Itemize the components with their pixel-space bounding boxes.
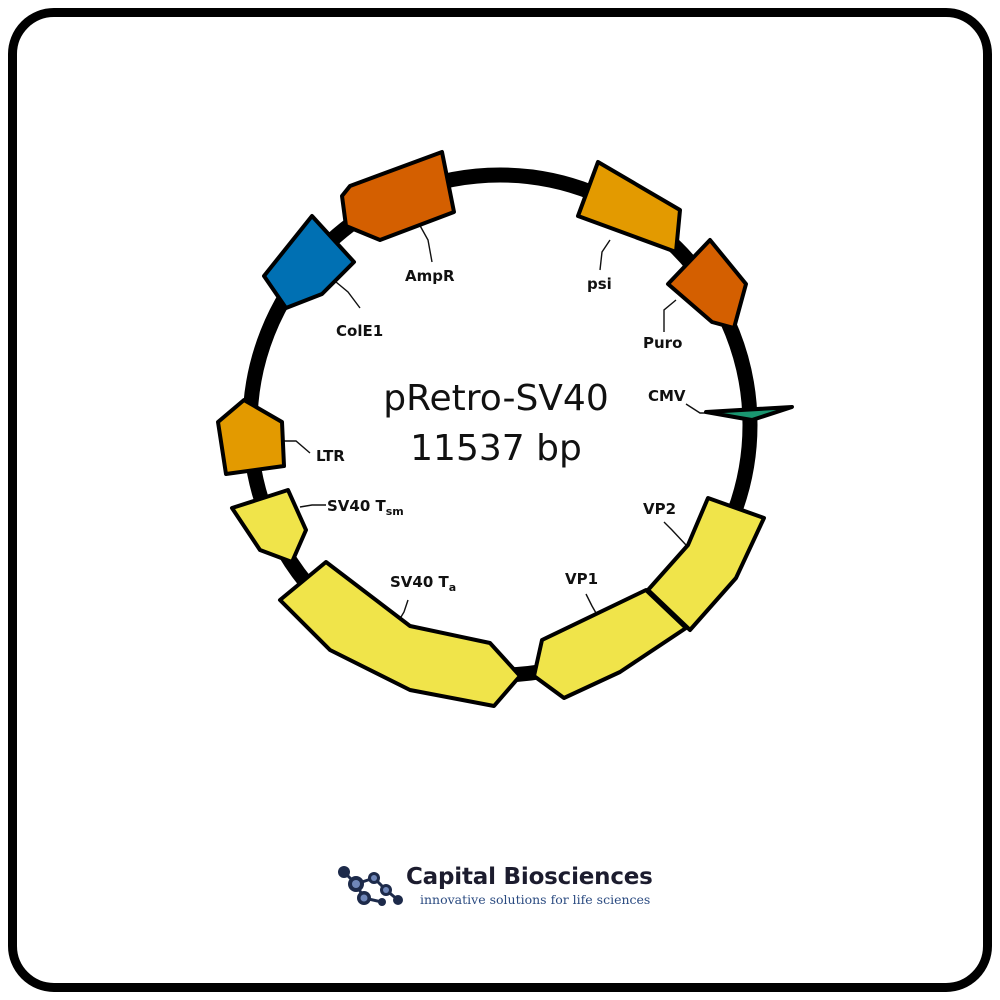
feature-label-vp1: VP1 (565, 570, 598, 588)
feature-cole1-arrow (262, 214, 356, 310)
feature-label-cole1: ColE1 (336, 322, 383, 340)
feature-puro-arrow (666, 238, 748, 330)
feature-label-sv40-ta-main: SV40 T (390, 573, 450, 591)
feature-label-puro: Puro (643, 334, 682, 352)
company-name: Capital Biosciences (406, 864, 653, 890)
feature-ampr-arrow (340, 150, 456, 242)
molecule-logo-icon (338, 866, 403, 906)
feature-label-ampr: AmpR (405, 267, 455, 285)
plasmid-name: pRetro-SV40 (383, 378, 609, 419)
feature-cmv-arrow (704, 405, 794, 422)
image-frame (8, 8, 992, 992)
company-logo: Capital Biosciences innovative solutions… (334, 862, 674, 912)
feature-label-vp2: VP2 (643, 500, 676, 518)
feature-sv40-tsm-arrow (230, 488, 308, 564)
feature-sv40-ta-arrow (278, 560, 522, 708)
feature-label-ltr: LTR (316, 447, 345, 465)
feature-label-psi: psi (587, 275, 612, 293)
feature-label-sv40-ta-sub: a (449, 581, 456, 594)
feature-ltr-arrow (216, 398, 286, 476)
plasmid-size: 11537 bp (410, 428, 582, 469)
feature-vp1-arrow (532, 588, 688, 700)
feature-label-cmv: CMV (648, 387, 686, 405)
company-tagline: innovative solutions for life sciences (420, 892, 651, 907)
feature-label-sv40-tsm-main: SV40 T (327, 497, 387, 515)
feature-vp2-arrow (646, 496, 766, 632)
feature-label-sv40-ta: SV40 Ta (390, 573, 456, 594)
feature-label-sv40-tsm: SV40 Tsm (327, 497, 404, 518)
feature-label-sv40-tsm-sub: sm (386, 505, 404, 518)
feature-psi-arrow (576, 160, 682, 254)
